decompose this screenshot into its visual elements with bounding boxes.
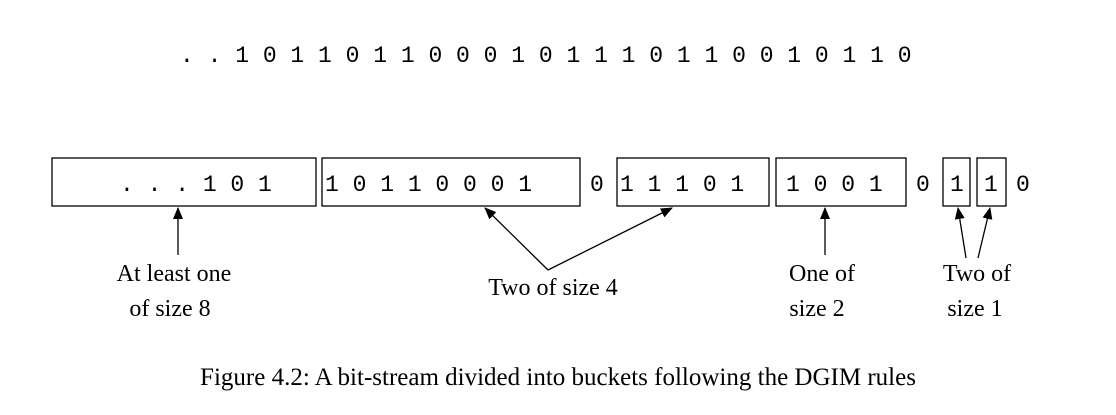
bucket-box — [976, 157, 1007, 207]
arrow-size-1-second — [977, 207, 993, 259]
arrow-size-4-first — [484, 207, 549, 271]
gap-bit: 0 — [916, 172, 930, 198]
arrow-size-4-second — [547, 207, 673, 271]
bucket-box — [775, 157, 907, 207]
bucket-bits: 1 — [950, 172, 964, 198]
bucket-box — [51, 157, 317, 207]
label-size-2-line1: One of — [789, 261, 855, 287]
bucket-box — [942, 157, 971, 207]
label-size-4: Two of size 4 — [488, 275, 618, 301]
bucket-box — [616, 157, 770, 207]
top-bit-stream: . . 1 0 1 1 0 1 1 0 0 0 1 0 1 1 1 0 1 1 … — [180, 43, 912, 69]
bucket-bits: 1 1 1 0 1 — [620, 172, 744, 198]
bucket-size-1-second: 1 — [976, 157, 1007, 207]
label-size-1-line1: Two of — [943, 261, 1011, 287]
bucket-bits: . . . 1 0 1 — [120, 172, 272, 198]
bucket-size-8: . . . 1 0 1 — [51, 157, 317, 207]
label-size-1-line2: size 1 — [947, 296, 1002, 322]
bucket-bits: 1 0 1 1 0 0 0 1 — [325, 172, 532, 198]
figure-caption: Figure 4.2: A bit-stream divided into bu… — [200, 364, 916, 391]
bucket-size-4-second: 1 1 1 0 1 — [616, 157, 770, 207]
bucket-size-1-first: 1 — [942, 157, 971, 207]
label-size-8-line1: At least one — [117, 261, 232, 287]
bucket-size-4-first: 1 0 1 1 0 0 0 1 — [321, 157, 581, 207]
label-size-8-line2: of size 8 — [129, 296, 210, 322]
label-size-2-line2: size 2 — [789, 296, 844, 322]
gap-bit: 0 — [590, 172, 604, 198]
arrow-size-1-first — [954, 207, 967, 259]
bucket-box — [321, 157, 581, 207]
gap-bit: 0 — [1016, 172, 1030, 198]
bucket-bits: 1 — [984, 172, 998, 198]
bucket-size-2: 1 0 0 1 — [775, 157, 907, 207]
bucket-bits: 1 0 0 1 — [786, 172, 883, 198]
